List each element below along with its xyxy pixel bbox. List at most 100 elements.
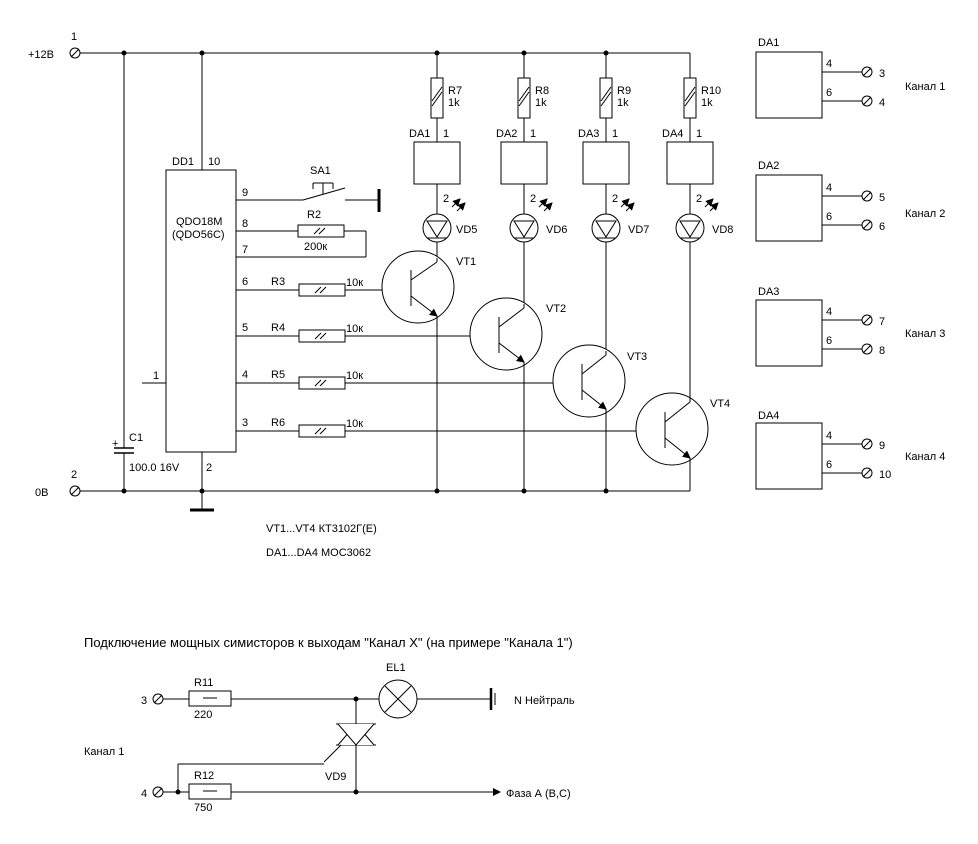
- r7-name: R7: [448, 85, 462, 97]
- power-triac-section: Подключение мощных симисторов к выходам …: [84, 635, 575, 814]
- transistor-vt4: VT4: [635, 392, 730, 466]
- vd6-name: VD6: [546, 224, 567, 236]
- resistor-r7: [430, 77, 444, 119]
- r6-value: 10к: [346, 418, 363, 430]
- resistor-r5: R5 10к: [236, 369, 576, 390]
- channel-1-driver: R7 1k DA1 1 2 VD5 VT1: [381, 53, 477, 491]
- r9-value: 1k: [617, 97, 629, 109]
- dd1-pin7: 7: [242, 244, 248, 256]
- dd1-pin8: 8: [242, 218, 248, 230]
- dd1-name: DD1: [172, 156, 194, 168]
- lamp-el1: EL1: [378, 662, 418, 719]
- note-optocouplers: DA1...DA4 MOC3062: [266, 547, 371, 559]
- dd1-pin5: 5: [242, 322, 248, 334]
- out-da3-term-b: 8: [879, 345, 885, 357]
- da4-pin2: 2: [696, 193, 702, 205]
- da1-pin1: 1: [443, 128, 449, 140]
- channel-2-label: Канал 2: [905, 208, 945, 220]
- el1-name: EL1: [386, 662, 406, 674]
- out-da2-term-b: 6: [879, 221, 885, 233]
- phase-label: Фаза А (В,С): [506, 788, 571, 800]
- da3-pin1: 1: [612, 128, 618, 140]
- dd1-chip-line1: QDO18M: [176, 216, 222, 228]
- da3-pin2: 2: [612, 193, 618, 205]
- output-da1: DA1 4 6 3 4 Канал 1: [755, 37, 945, 119]
- vt1-name: VT1: [456, 256, 476, 268]
- da4-pin1: 1: [696, 128, 702, 140]
- optocoupler-da3: [582, 141, 630, 185]
- dd1-pin-top: 10: [208, 156, 220, 168]
- r8-name: R8: [535, 85, 549, 97]
- da2-pin1: 1: [530, 128, 536, 140]
- r3-name: R3: [271, 276, 285, 288]
- r11-name: R11: [194, 677, 213, 689]
- out-da4-pin-b: 6: [826, 459, 832, 471]
- out-da4-term-a: 9: [879, 440, 885, 452]
- resistor-r8: [517, 77, 531, 119]
- led-vd8: VD8: [675, 198, 733, 243]
- ps-term-bottom: 4: [141, 788, 147, 800]
- r4-name: R4: [271, 322, 285, 334]
- out-da3-name: DA3: [758, 286, 779, 298]
- dd1-pin1: 1: [153, 370, 159, 382]
- da2-pin2: 2: [530, 193, 536, 205]
- da2-name: DA2: [496, 128, 517, 140]
- dd1-pin6: 6: [242, 276, 248, 288]
- transistor-vt2: VT2: [469, 297, 566, 371]
- out-da3-term-a: 7: [879, 316, 885, 328]
- led-vd7: VD7: [591, 198, 649, 243]
- output-da4: DA4 4 6 9 10 Канал 4: [755, 410, 945, 490]
- out-da1-name: DA1: [758, 37, 779, 49]
- channel-3-driver: R9 1k DA3 1 2 VD7 VT3: [552, 53, 649, 491]
- gnd-label: 0В: [35, 487, 48, 499]
- channel-1-label: Канал 1: [905, 81, 945, 93]
- out-da4-name: DA4: [758, 410, 779, 422]
- channel-4-label: Канал 4: [905, 451, 945, 463]
- r2-name: R2: [307, 209, 321, 221]
- led-vd6: VD6: [509, 198, 567, 243]
- capacitor-c1: + C1 100.0 16V: [112, 53, 180, 491]
- out-da2-pin-b: 6: [826, 211, 832, 223]
- out-da1-pin-a: 4: [826, 58, 832, 70]
- r3-value: 10к: [346, 277, 363, 289]
- out-da4-term-b: 10: [879, 469, 891, 481]
- base-resistors: R3 10к R4 10к R5 10к R6: [236, 276, 658, 438]
- r2-value: 200к: [304, 241, 327, 253]
- gnd-pin: 2: [71, 469, 77, 481]
- power-section-title: Подключение мощных симисторов к выходам …: [84, 635, 573, 650]
- neutral-label: N Нейтраль: [514, 695, 575, 707]
- r12-name: R12: [194, 770, 214, 782]
- dd1-pin-bottom: 2: [206, 462, 212, 474]
- output-da2: DA2 4 6 5 6 Канал 2: [755, 160, 945, 242]
- channel-2-driver: R8 1k DA2 1 2 VD6 VT2: [469, 53, 567, 491]
- plus-label: +12В: [28, 49, 54, 61]
- r4-value: 10к: [346, 323, 363, 335]
- out-da3-pin-b: 6: [826, 335, 832, 347]
- r5-name: R5: [271, 369, 285, 381]
- resistor-r9: [599, 77, 613, 119]
- out-da3-pin-a: 4: [826, 306, 832, 318]
- power-section-channel-label: Канал 1: [84, 746, 124, 758]
- da1-name: DA1: [409, 128, 430, 140]
- channel-3-label: Канал 3: [905, 328, 945, 340]
- resistor-r6: R6 10к: [236, 417, 658, 438]
- out-da2-term-a: 5: [879, 192, 885, 204]
- sa1-name: SA1: [310, 165, 331, 177]
- optocoupler-da1: [413, 141, 461, 185]
- vd7-name: VD7: [628, 224, 649, 236]
- optocoupler-da4: [666, 141, 714, 185]
- r8-value: 1k: [535, 97, 547, 109]
- vd5-name: VD5: [456, 224, 477, 236]
- r7-value: 1k: [448, 97, 460, 109]
- vt2-name: VT2: [546, 303, 566, 315]
- r6-name: R6: [271, 417, 285, 429]
- plus-pin: 1: [71, 31, 77, 43]
- power-rails: 1 +12В 2 0В: [28, 31, 690, 512]
- vt3-name: VT3: [627, 351, 647, 363]
- da4-name: DA4: [662, 128, 683, 140]
- vd8-name: VD8: [712, 224, 733, 236]
- dd1-pin4: 4: [242, 369, 248, 381]
- r9-name: R9: [617, 85, 631, 97]
- resistor-r4: R4 10к: [236, 322, 493, 343]
